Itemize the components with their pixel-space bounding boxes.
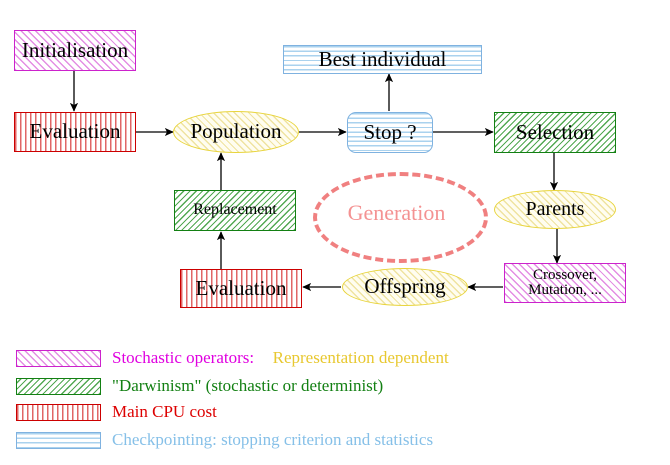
- node-stop-label: Stop ?: [363, 119, 417, 144]
- legend: Stochastic operators: Representation dep…: [0, 338, 670, 465]
- legend-row-checkpointing: Checkpointing: stopping criterion and st…: [0, 426, 670, 454]
- node-population[interactable]: Population: [173, 111, 299, 153]
- legend-row-main-cpu-cost: Main CPU cost: [0, 398, 670, 426]
- legend-row-stochastic-operators: Stochastic operators: Representation dep…: [0, 344, 670, 372]
- node-initialisation-label: Initialisation: [21, 37, 129, 62]
- legend-label-representation-dependent: Representation dependent: [272, 348, 449, 367]
- node-evaluation-bottom-label: Evaluation: [195, 275, 287, 300]
- node-selection-label: Selection: [515, 119, 595, 144]
- legend-label-main-cpu-cost: Main CPU cost: [112, 402, 217, 421]
- legend-label-stochastic-operators: Stochastic operators:: [112, 348, 255, 367]
- node-evaluation-top[interactable]: Evaluation: [14, 112, 136, 152]
- node-stop[interactable]: Stop ?: [347, 112, 433, 153]
- legend-swatch-red-vertical-stripes: [16, 404, 101, 421]
- node-best-individual-label: Best individual: [318, 46, 447, 71]
- node-replacement[interactable]: Replacement: [174, 190, 296, 231]
- legend-swatch-magenta-diagonal-hatch: [16, 350, 101, 367]
- node-offspring[interactable]: Offspring: [342, 268, 468, 306]
- node-evaluation-top-label: Evaluation: [29, 119, 121, 144]
- legend-label-checkpointing: Checkpointing: stopping criterion and st…: [112, 430, 434, 449]
- legend-row-darwinism: "Darwinism" (stochastic or determinist): [0, 372, 670, 400]
- legend-text-stochastic-operators: Stochastic operators: Representation dep…: [112, 348, 449, 368]
- node-generation-outline: [313, 172, 488, 263]
- node-crossover-label-line1: Crossover,: [533, 266, 597, 283]
- node-parents-label: Parents: [525, 198, 585, 221]
- node-selection[interactable]: Selection: [494, 112, 616, 153]
- node-replacement-label: Replacement: [193, 201, 277, 219]
- node-parents[interactable]: Parents: [494, 190, 616, 229]
- legend-swatch-green-cross-hatch: [16, 378, 101, 395]
- node-crossover-label-line2: Mutation, ...: [528, 282, 602, 298]
- node-evaluation-bottom[interactable]: Evaluation: [180, 269, 302, 308]
- node-offspring-label: Offspring: [364, 274, 446, 299]
- legend-swatch-blue-horizontal-lines: [16, 432, 101, 449]
- node-generation: Generation: [313, 172, 480, 255]
- node-generation-label: Generation: [347, 200, 446, 226]
- node-population-label: Population: [190, 119, 282, 144]
- node-initialisation[interactable]: Initialisation: [14, 30, 136, 71]
- node-crossover-mutation[interactable]: Crossover, Mutation, ...: [504, 263, 626, 303]
- legend-label-darwinism: "Darwinism" (stochastic or determinist): [112, 376, 384, 395]
- node-best-individual[interactable]: Best individual: [283, 45, 482, 74]
